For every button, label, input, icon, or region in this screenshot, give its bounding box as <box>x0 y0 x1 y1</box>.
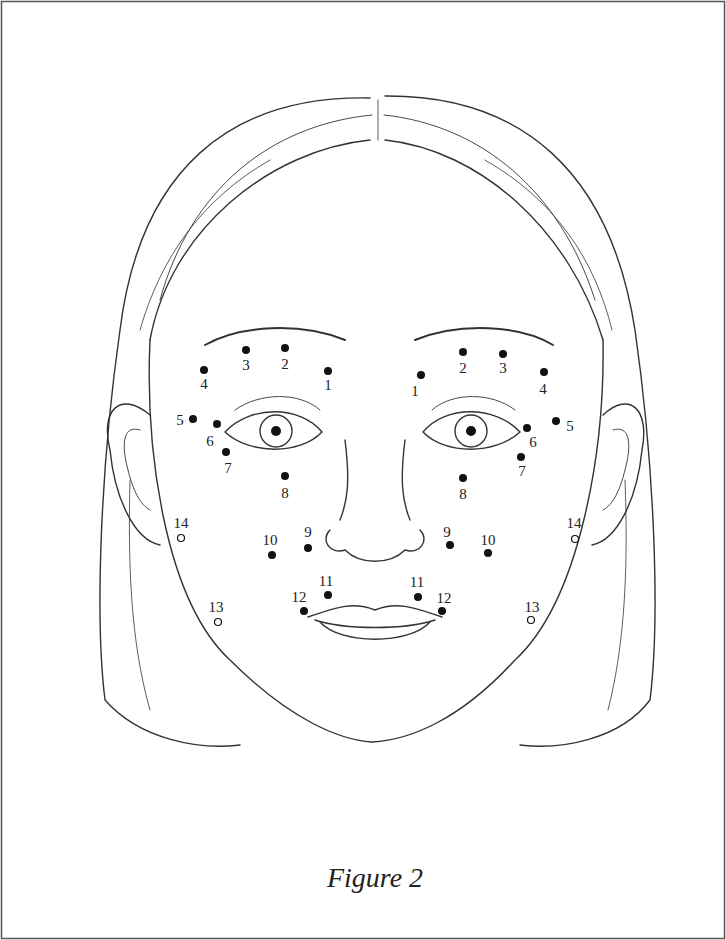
callout-number: 1 <box>324 378 332 393</box>
callout-number: 13 <box>209 600 224 615</box>
callout-number: 8 <box>459 487 467 502</box>
callout-number: 14 <box>174 516 189 531</box>
callout-number: 6 <box>206 434 214 449</box>
callout-number: 2 <box>281 357 289 372</box>
callout-number: 3 <box>242 358 250 373</box>
callout-number: 1 <box>411 384 419 399</box>
callout-number: 2 <box>459 361 467 376</box>
callout-number: 4 <box>539 382 547 397</box>
callout-number: 9 <box>304 525 312 540</box>
callout-number: 4 <box>200 377 208 392</box>
callout-number: 8 <box>281 486 289 501</box>
callout-number: 6 <box>529 435 537 450</box>
callout-number: 10 <box>481 533 496 548</box>
callout-number: 3 <box>499 361 507 376</box>
callout-number: 10 <box>263 533 278 548</box>
callout-number: 7 <box>224 461 232 476</box>
callout-number: 14 <box>567 516 582 531</box>
callout-number: 12 <box>437 591 452 606</box>
callout-number: 5 <box>176 413 184 428</box>
callout-number: 13 <box>525 600 540 615</box>
callout-number: 11 <box>319 574 333 589</box>
figure-caption: Figure 2 <box>327 864 423 892</box>
callout-number: 5 <box>566 419 574 434</box>
callout-number: 11 <box>410 575 424 590</box>
callout-number: 7 <box>518 464 526 479</box>
callout-number: 9 <box>443 525 451 540</box>
callout-number: 12 <box>292 590 307 605</box>
